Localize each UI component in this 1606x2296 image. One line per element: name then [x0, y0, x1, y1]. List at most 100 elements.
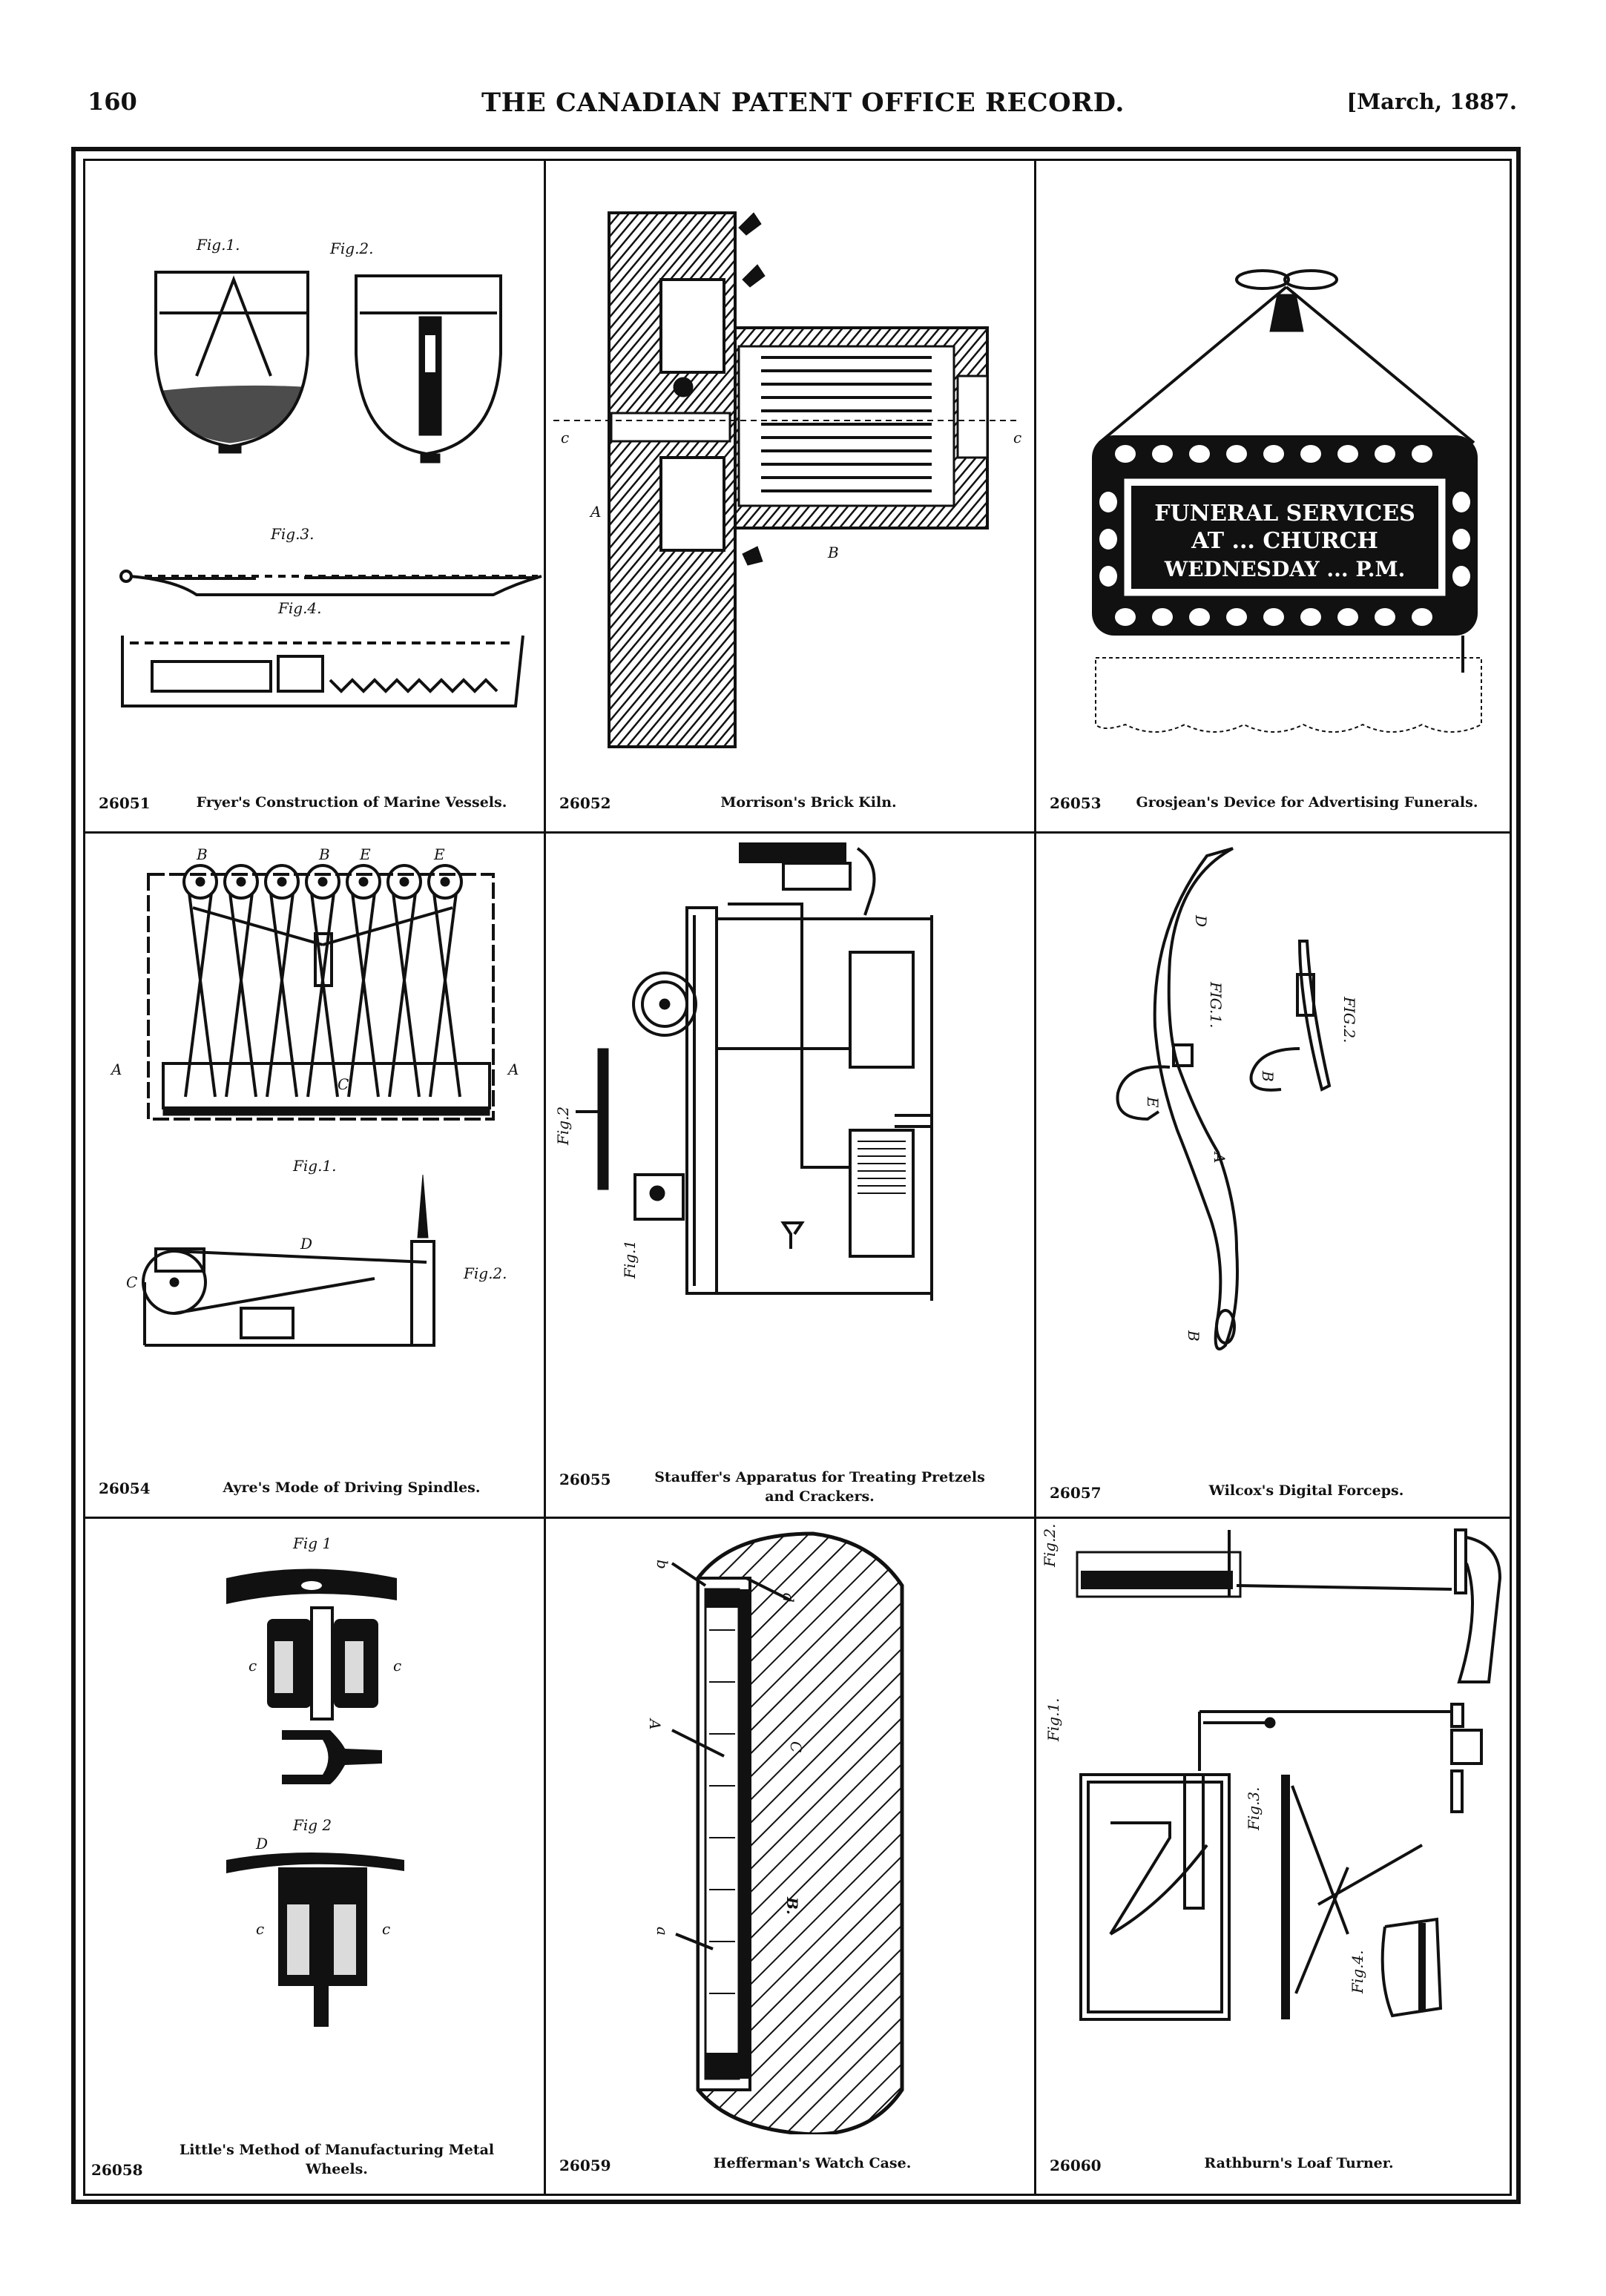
patent-number: 26055: [559, 1471, 611, 1488]
svg-text:B.: B.: [783, 1896, 801, 1915]
sign-text-line: AT ... CHURCH: [1191, 528, 1378, 554]
svg-text:B: B: [196, 845, 208, 863]
forceps-label: D: [1192, 914, 1210, 927]
figure-label: Fig 2: [292, 1816, 332, 1834]
svg-text:c: c: [561, 429, 569, 446]
patent-cell-26058: Fig 1 c c Fig 2 c c D 26058 Little's Metho…: [85, 1519, 544, 2194]
patent-number: 26058: [91, 2161, 143, 2179]
patent-caption: 26053 Grosjean's Device for Advertising …: [1036, 779, 1510, 831]
figure-label: Fig.2: [554, 1106, 572, 1146]
patent-number: 26060: [1050, 2157, 1102, 2174]
row-divider: [85, 831, 1510, 834]
patent-caption: 26052 Morrison's Brick Kiln.: [546, 779, 1034, 831]
svg-text:B: B: [827, 544, 839, 561]
figure-label: Fig.1.: [292, 1157, 337, 1175]
patent-caption: 26054 Ayre's Mode of Driving Spindles.: [85, 1465, 544, 1517]
patent-caption: 26058 Little's Method of Manufacturing M…: [85, 2127, 544, 2194]
figure-label: Fig.1: [621, 1240, 639, 1279]
funeral-sign-illustration: FUNERAL SERVICES AT ... CHURCH WEDNESDAY…: [1092, 269, 1482, 733]
svg-text:A: A: [646, 1718, 664, 1729]
column-divider: [1034, 161, 1036, 2194]
figure-label: Fig.2.: [1041, 1523, 1059, 1568]
patent-cell-26055: Fig.2 Fig.1 26055 Stauffer's Apparatus f…: [546, 834, 1034, 1517]
figure-label: Fig.3.: [270, 525, 315, 543]
svg-text:c: c: [249, 1657, 257, 1675]
patent-cell-26052: c c A B 26052 Morrison's Brick Kiln.: [546, 161, 1034, 831]
metal-wheels-illustration: Fig 1 c c Fig 2 c c D: [226, 1534, 404, 2027]
figure-label: Fig 1: [292, 1534, 332, 1552]
patent-caption: 26055 Stauffer's Apparatus for Treating …: [546, 1465, 1034, 1517]
patent-title: Hefferman's Watch Case.: [713, 2155, 912, 2171]
svg-text:E: E: [359, 845, 371, 863]
patent-cell-26051: Fig.1. Fig.2. Fig.3. Fig.4. 26051 Fryer'…: [85, 161, 544, 831]
svg-text:c: c: [382, 1920, 390, 1938]
sign-text-line: FUNERAL SERVICES: [1154, 501, 1415, 527]
page-frame-outer: [71, 147, 1521, 2204]
svg-text:A: A: [110, 1060, 122, 1078]
page-header: 160 THE CANADIAN PATENT OFFICE RECORD. […: [0, 88, 1606, 125]
patent-number: 26052: [559, 794, 611, 812]
patent-title: Morrison's Brick Kiln.: [720, 794, 897, 811]
svg-text:d: d: [780, 1593, 797, 1603]
svg-text:A: A: [589, 503, 601, 521]
brick-kiln-illustration: c c A B: [553, 211, 1021, 748]
svg-text:b: b: [654, 1560, 671, 1569]
patent-number: 26059: [559, 2157, 611, 2174]
patent-cell-26053: FUNERAL SERVICES AT ... CHURCH WEDNESDAY…: [1036, 161, 1510, 831]
svg-text:B: B: [1259, 1070, 1277, 1082]
svg-text:c: c: [1013, 429, 1021, 446]
digital-forceps-illustration: D FIG.1. E A B FIG.2. B: [1116, 847, 1358, 1350]
svg-text:A: A: [1211, 1151, 1228, 1163]
page-frame-inner: [83, 159, 1512, 2196]
patent-caption: 26059 Hefferman's Watch Case.: [546, 2127, 1034, 2194]
figure-label: Fig.1.: [196, 236, 240, 254]
patent-title-line-1: Little's Method of Manufacturing Metal: [179, 2142, 495, 2158]
patent-number: 26054: [99, 1479, 151, 1497]
publication-title: THE CANADIAN PATENT OFFICE RECORD.: [481, 88, 1125, 118]
patent-title-line-2: Wheels.: [306, 2161, 368, 2177]
patent-title: Ayre's Mode of Driving Spindles.: [223, 1479, 481, 1496]
watch-case-illustration: b d A C a B.: [646, 1531, 904, 2134]
patent-cell-26060: Fig.2. Fig.1. Fig.3. Fig.4. 26060 Rathb: [1036, 1519, 1510, 2194]
svg-text:a: a: [654, 1927, 671, 1936]
svg-text:c: c: [393, 1657, 401, 1675]
patent-number: 26053: [1050, 794, 1102, 812]
figure-label: Fig.2.: [329, 240, 374, 257]
column-divider: [544, 161, 546, 2194]
svg-text:B: B: [318, 845, 330, 863]
sign-text-line: WEDNESDAY ... P.M.: [1164, 557, 1405, 581]
figure-label: Fig.1.: [1044, 1698, 1062, 1742]
page-number: 160: [88, 88, 137, 116]
svg-text:C: C: [338, 1075, 349, 1093]
patent-caption: 26057 Wilcox's Digital Forceps.: [1036, 1465, 1510, 1517]
patent-title-line-1: Stauffer's Apparatus for Treating Pretze…: [654, 1469, 985, 1485]
patent-title-line-2: and Crackers.: [765, 1488, 875, 1505]
patent-caption: 26051 Fryer's Construction of Marine Ves…: [85, 779, 544, 831]
svg-text:C: C: [126, 1273, 137, 1291]
figure-label: Fig.4.: [1349, 1950, 1366, 1994]
pretzel-apparatus-illustration: Fig.2 Fig.1: [554, 842, 933, 1301]
svg-text:D: D: [255, 1835, 268, 1853]
patent-cell-26057: D FIG.1. E A B FIG.2. B 26057 Wilcox's D…: [1036, 834, 1510, 1517]
svg-text:c: c: [256, 1920, 264, 1938]
svg-text:E: E: [433, 845, 445, 863]
patent-title: Fryer's Construction of Marine Vessels.: [196, 794, 507, 811]
svg-text:B: B: [1185, 1330, 1202, 1342]
figure-label: FIG.2.: [1340, 996, 1358, 1043]
patent-caption: 26060 Rathburn's Loaf Turner.: [1036, 2127, 1510, 2194]
svg-text:E: E: [1144, 1096, 1162, 1108]
patent-number: 26057: [1050, 1484, 1102, 1502]
svg-text:A: A: [507, 1060, 519, 1078]
marine-vessel-illustration: Fig.1. Fig.2. Fig.3. Fig.4.: [119, 236, 542, 707]
row-divider: [85, 1517, 1510, 1519]
figure-label: Fig.4.: [277, 599, 322, 617]
svg-text:C: C: [787, 1741, 805, 1752]
patent-title: Rathburn's Loaf Turner.: [1204, 2155, 1394, 2171]
loaf-turner-illustration: Fig.2. Fig.1. Fig.3. Fig.4.: [1041, 1523, 1502, 2021]
figure-label: Fig.3.: [1245, 1787, 1263, 1831]
patent-title: Wilcox's Digital Forceps.: [1208, 1482, 1404, 1499]
svg-text:D: D: [300, 1235, 312, 1253]
patent-number: 26051: [99, 794, 151, 812]
